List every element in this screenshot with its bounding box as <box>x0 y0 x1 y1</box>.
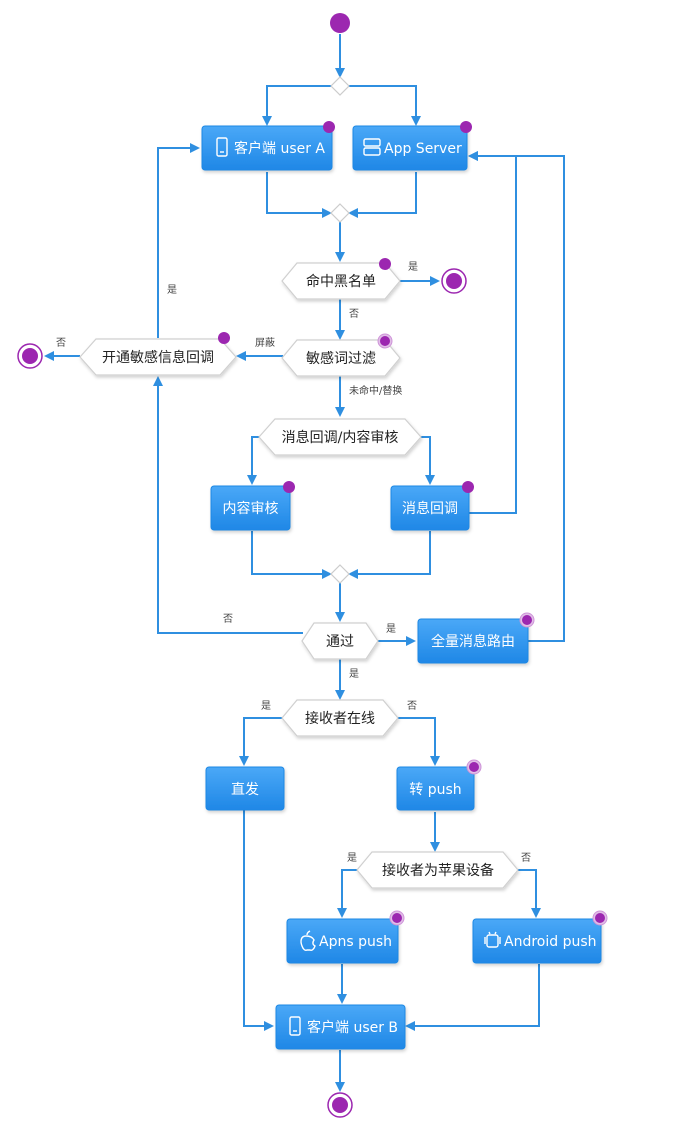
node-to-push[interactable]: 转 push <box>396 766 475 811</box>
status-dot <box>379 258 391 270</box>
edge-label-sensitive-no: 否 <box>56 337 66 349</box>
decision-pass[interactable]: 通过 <box>301 622 379 660</box>
edge-pass-no <box>153 376 303 634</box>
merge-diamond-3 <box>330 564 350 584</box>
edge-client-a-to-merge <box>266 172 332 218</box>
edge-app-server-to-merge <box>348 172 417 218</box>
node-android-push[interactable]: Android push <box>472 918 602 964</box>
edge-label-pass-no: 否 <box>223 613 233 625</box>
apns-push-label: Apns push <box>319 934 392 950</box>
phone-icon <box>289 1016 301 1036</box>
decision-receiver-apple[interactable]: 接收者为苹果设备 <box>356 851 519 889</box>
content-audit-label: 内容审核 <box>223 500 279 517</box>
edge-label-apple-no: 否 <box>521 852 531 864</box>
status-dot-ring <box>389 910 405 926</box>
edge-to-content-audit <box>247 436 260 485</box>
node-client-b[interactable]: 客户端 user B <box>275 1004 406 1050</box>
android-icon <box>484 931 501 948</box>
app-server-label: App Server <box>384 141 462 157</box>
node-client-a[interactable]: 客户端 user A <box>201 125 333 171</box>
edge-label-shield: 屏蔽 <box>255 337 275 349</box>
edge-callback-yes <box>157 143 200 338</box>
end-node-final <box>327 1092 353 1118</box>
status-dot <box>283 481 295 493</box>
pass-label: 通过 <box>326 634 354 650</box>
status-dot <box>460 121 472 133</box>
status-dot <box>323 121 335 133</box>
android-push-label: Android push <box>504 934 597 950</box>
edge-label-apple-yes: 是 <box>347 852 357 864</box>
node-message-callback[interactable]: 消息回调 <box>390 485 470 531</box>
phone-icon <box>216 137 228 157</box>
edge-to-message-callback <box>420 436 435 485</box>
edge-routing-to-app-server <box>468 151 565 642</box>
edge-label-not-hit-replace: 未命中/替换 <box>349 384 402 397</box>
edge-apple-no <box>518 869 541 918</box>
end-node-callback <box>17 343 43 369</box>
sensitive-callback-label: 开通敏感信息回调 <box>102 349 214 366</box>
decision-callback-or-audit[interactable]: 消息回调/内容审核 <box>258 418 422 456</box>
edge-label-blacklist-no: 否 <box>349 308 359 320</box>
edge-label-online-no: 否 <box>407 700 417 712</box>
edge-online-yes <box>239 717 283 766</box>
sensitive-filter-label: 敏感词过滤 <box>306 350 376 367</box>
status-dot <box>462 481 474 493</box>
edge-android-to-client-b <box>405 964 540 1031</box>
status-dot-ring <box>519 612 535 628</box>
merge-diamond-2 <box>330 203 350 223</box>
server-icon <box>363 138 381 156</box>
edge-direct-to-client-b <box>243 810 274 1031</box>
edge-audit-to-merge <box>251 531 332 579</box>
status-dot-ring <box>377 333 393 349</box>
edge-label-pass-down-yes: 是 <box>349 668 359 680</box>
edge-online-no <box>397 717 440 766</box>
decision-sensitive-filter[interactable]: 敏感词过滤 <box>281 339 401 377</box>
edge-apple-yes <box>337 869 357 918</box>
status-dot-ring <box>592 910 608 926</box>
end-node-blacklist <box>441 268 467 294</box>
status-dot <box>218 332 230 344</box>
start-node <box>330 13 350 33</box>
client-a-label: 客户端 user A <box>234 140 325 157</box>
decision-blacklist[interactable]: 命中黑名单 <box>281 262 401 300</box>
merge-diamond-1 <box>330 76 350 96</box>
node-full-routing[interactable]: 全量消息路由 <box>417 618 529 664</box>
edge-label-online-yes: 是 <box>261 700 271 712</box>
edge-label-pass-yes: 是 <box>386 623 396 635</box>
callback-or-audit-label: 消息回调/内容审核 <box>282 429 399 446</box>
receiver-online-label: 接收者在线 <box>305 710 375 727</box>
node-content-audit[interactable]: 内容审核 <box>210 485 291 531</box>
node-app-server[interactable]: App Server <box>352 125 468 171</box>
apple-icon <box>300 930 316 951</box>
client-b-label: 客户端 user B <box>307 1019 398 1036</box>
edge-label-blacklist-yes: 是 <box>408 261 418 273</box>
node-apns-push[interactable]: Apns push <box>286 918 399 964</box>
node-direct[interactable]: 直发 <box>205 766 285 811</box>
to-push-label: 转 push <box>409 782 461 798</box>
edge-callback-to-merge <box>348 531 431 579</box>
blacklist-label: 命中黑名单 <box>306 273 376 290</box>
decision-receiver-online[interactable]: 接收者在线 <box>281 699 399 737</box>
direct-label: 直发 <box>231 781 259 798</box>
decision-sensitive-callback[interactable]: 开通敏感信息回调 <box>79 338 237 376</box>
edge-split-to-app-server <box>348 85 421 126</box>
edge-label-yes-feedback: 是 <box>167 284 177 296</box>
connectors <box>44 34 565 1092</box>
edge-split-to-client-a <box>262 85 332 126</box>
full-routing-label: 全量消息路由 <box>431 633 515 650</box>
status-dot-ring <box>466 759 482 775</box>
edge-callback-to-app-server <box>468 151 517 514</box>
message-callback-label: 消息回调 <box>402 500 458 517</box>
receiver-apple-label: 接收者为苹果设备 <box>382 862 494 879</box>
